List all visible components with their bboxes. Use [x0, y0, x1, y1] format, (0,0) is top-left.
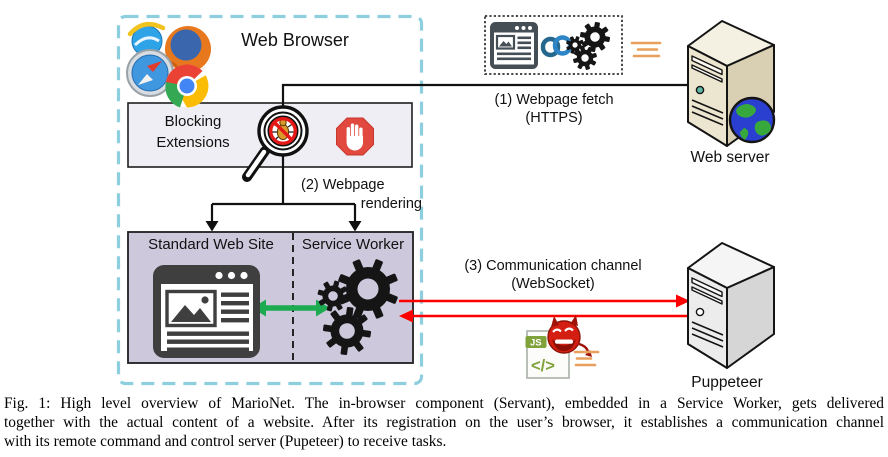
puppeteer-server-icon [687, 242, 775, 369]
payload-gears-icon [566, 21, 611, 70]
browsers-cluster-icon [126, 21, 211, 108]
fetch-flow-label: (1) Webpage fetch (HTTPS) [494, 92, 614, 127]
comm-channel-label-1: (3) Communication channel [464, 258, 642, 274]
web-browser-title: Web Browser [241, 30, 349, 50]
caption-line-3: with its remote command and control serv… [4, 432, 447, 450]
rendering-left-arrowhead [205, 221, 219, 232]
adblock-hand-icon [336, 117, 374, 156]
caption-line-2: together with the actual content of a we… [4, 413, 884, 431]
web-browser-dashed-border [116, 14, 424, 386]
puppeteer-label: Puppeteer [691, 374, 763, 391]
webpage-icon [153, 265, 260, 358]
comm-channel-label-2: (WebSocket) [511, 276, 595, 292]
payload-motion-lines-icon [630, 41, 662, 58]
web-server-label: Web server [690, 149, 770, 166]
devil-script-icon: JS </> [525, 315, 600, 379]
payload-webpage-icon [490, 22, 538, 69]
service-worker-gears-icon [317, 259, 398, 356]
caption-line-1: Fig. 1: High level overview of MarioNet.… [4, 395, 884, 412]
figure-caption: Fig. 1: High level overview of MarioNet.… [4, 395, 884, 451]
fetch-flow-lines [210, 83, 688, 222]
fetch-line [281, 83, 688, 204]
websocket-arrowhead-right [676, 294, 690, 308]
service-worker-label: Service Worker [301, 236, 405, 253]
websocket-arrows [399, 294, 690, 323]
web-server-globe-icon [728, 96, 776, 144]
svg-text:</>: </> [531, 357, 555, 375]
svg-text:JS: JS [530, 338, 542, 349]
rendering-right-arrowhead [348, 221, 362, 232]
blocking-extensions-label: Blocking Extensions [156, 113, 230, 151]
standard-web-site-label: Standard Web Site [148, 236, 274, 253]
rendering-flow-label-2: rendering [360, 196, 422, 212]
magnifier-bug-icon [242, 105, 309, 182]
rendering-flow-label-1: (2) Webpage [301, 177, 385, 193]
websocket-arrowhead-left [399, 309, 413, 323]
